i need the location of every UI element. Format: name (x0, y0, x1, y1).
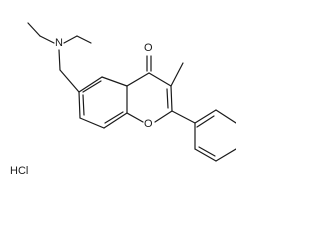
bond-phenyl-4 (194, 148, 217, 162)
bond-c3-methyl (170, 62, 184, 87)
bond-c3-c2 (170, 85, 173, 112)
bond-phenyl-1-inner (196, 115, 215, 128)
bond-n-ethyl-b-ch2 (63, 35, 78, 44)
chemical-structure-drawing: N O O (27, 22, 236, 162)
bond-benzo-2 (101, 76, 128, 87)
bond-phenyl-1 (194, 109, 217, 124)
bond-benzo-1-inner (82, 80, 102, 93)
bond-ethyl-a-ch2-n (39, 35, 55, 44)
bond-ch2-ring (59, 69, 80, 93)
bond-benzo-5 (79, 117, 105, 129)
bond-benzo-4-inner (104, 111, 124, 124)
bond-benzo-4 (103, 112, 128, 129)
bond-o1-c8a (126, 112, 144, 123)
hydrochloride-salt-label: HCl (10, 165, 29, 177)
bond-ethyl-a-ch3 (27, 22, 41, 37)
bond-n-benzylic-ch2 (58, 49, 61, 71)
bond-phenyl-2 (215, 109, 236, 124)
carbonyl-oxygen-label: O (144, 42, 153, 54)
bond-benzo-1 (78, 76, 103, 93)
bond-ethyl-b-ch3 (76, 35, 92, 44)
ring-oxygen-label: O (144, 118, 153, 130)
amine-nitrogen-label: N (55, 37, 63, 49)
bond-c2-phenyl (171, 110, 196, 124)
bond-c4-c3 (148, 72, 172, 87)
bond-c4a-c4 (126, 72, 150, 87)
bond-benzo-6 (78, 91, 81, 119)
bond-phenyl-4-inner (198, 146, 216, 157)
bond-c3-c2-inner (166, 88, 169, 109)
bond-c2-o1 (154, 110, 173, 123)
bond-phenyl-5 (215, 148, 236, 162)
bond-benzo-6-inner (82, 94, 85, 116)
